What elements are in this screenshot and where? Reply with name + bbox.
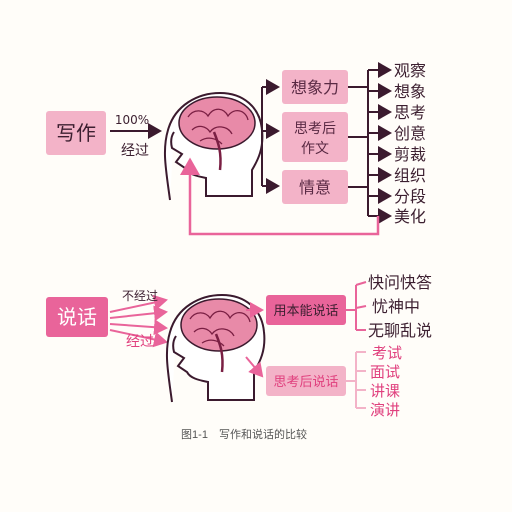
writing-source-box [46,111,106,155]
think-then-write-box [282,112,348,162]
instinct-outcome: 快问快答 [368,273,432,292]
think-speech-box [266,366,346,396]
outcome-label: 分段 [394,187,426,206]
writing-diagram: 写作 100% 经过 想象力 思考后 作文 情意 [46,61,426,236]
instinct-outcome: 无聊乱说 [368,321,432,340]
outcome-label: 组织 [394,166,426,185]
outcome-label: 观察 [394,61,426,80]
upper-tick [355,305,367,309]
writing-arrow-label-bottom: 经过 [121,143,149,159]
not-through-arrow-1 [109,294,168,313]
not-through-arrow-2 [109,305,168,322]
through-arrow-2 [109,329,168,348]
think-then-write-label-2: 作文 [301,141,329,157]
think-outcome: 考试 [372,344,402,362]
think-arrow [245,356,264,378]
speaking-arrow-label-bottom: 经过 [126,334,154,350]
head-brain-icon [165,293,266,403]
outcome-label: 剪裁 [394,145,426,164]
feedback-loop-arrow [180,157,380,236]
outcome-label: 思考 [394,103,426,122]
outcome-label: 想象 [394,82,426,101]
writing-source-label: 写作 [56,121,96,145]
emotion-label: 情意 [299,178,331,197]
upper-tick [355,281,367,286]
think-outcome: 讲课 [370,382,400,400]
speaking-source-label: 说话 [57,305,97,329]
instinct-speech-box [266,295,346,325]
think-then-write-label-1: 思考后 [294,121,336,137]
speaking-arrow-label-top: 不经过 [122,289,158,303]
outcome-label: 创意 [394,124,426,143]
instinct-outcome: 忧神中 [372,297,420,316]
speaking-source-box [46,297,108,337]
speaking-diagram: 说话 不经过 经过 用本能说话 快问快答 忧神中 无聊乱说 思考后说话 [46,273,432,419]
head-brain-icon [163,91,264,201]
imagination-label: 想象力 [291,78,339,97]
writing-arrow-label-top: 100% [115,113,149,127]
figure-caption: 图1-1 写作和说话的比较 [181,427,307,441]
emotion-box [282,170,348,204]
think-outcome: 面试 [370,363,400,381]
think-outcome: 演讲 [370,401,400,419]
imagination-box [282,70,348,104]
outcome-label: 美化 [394,207,426,226]
think-speech-label: 思考后说话 [273,375,338,390]
instinct-speech-label: 用本能说话 [273,304,338,319]
through-arrow-1 [109,319,168,336]
